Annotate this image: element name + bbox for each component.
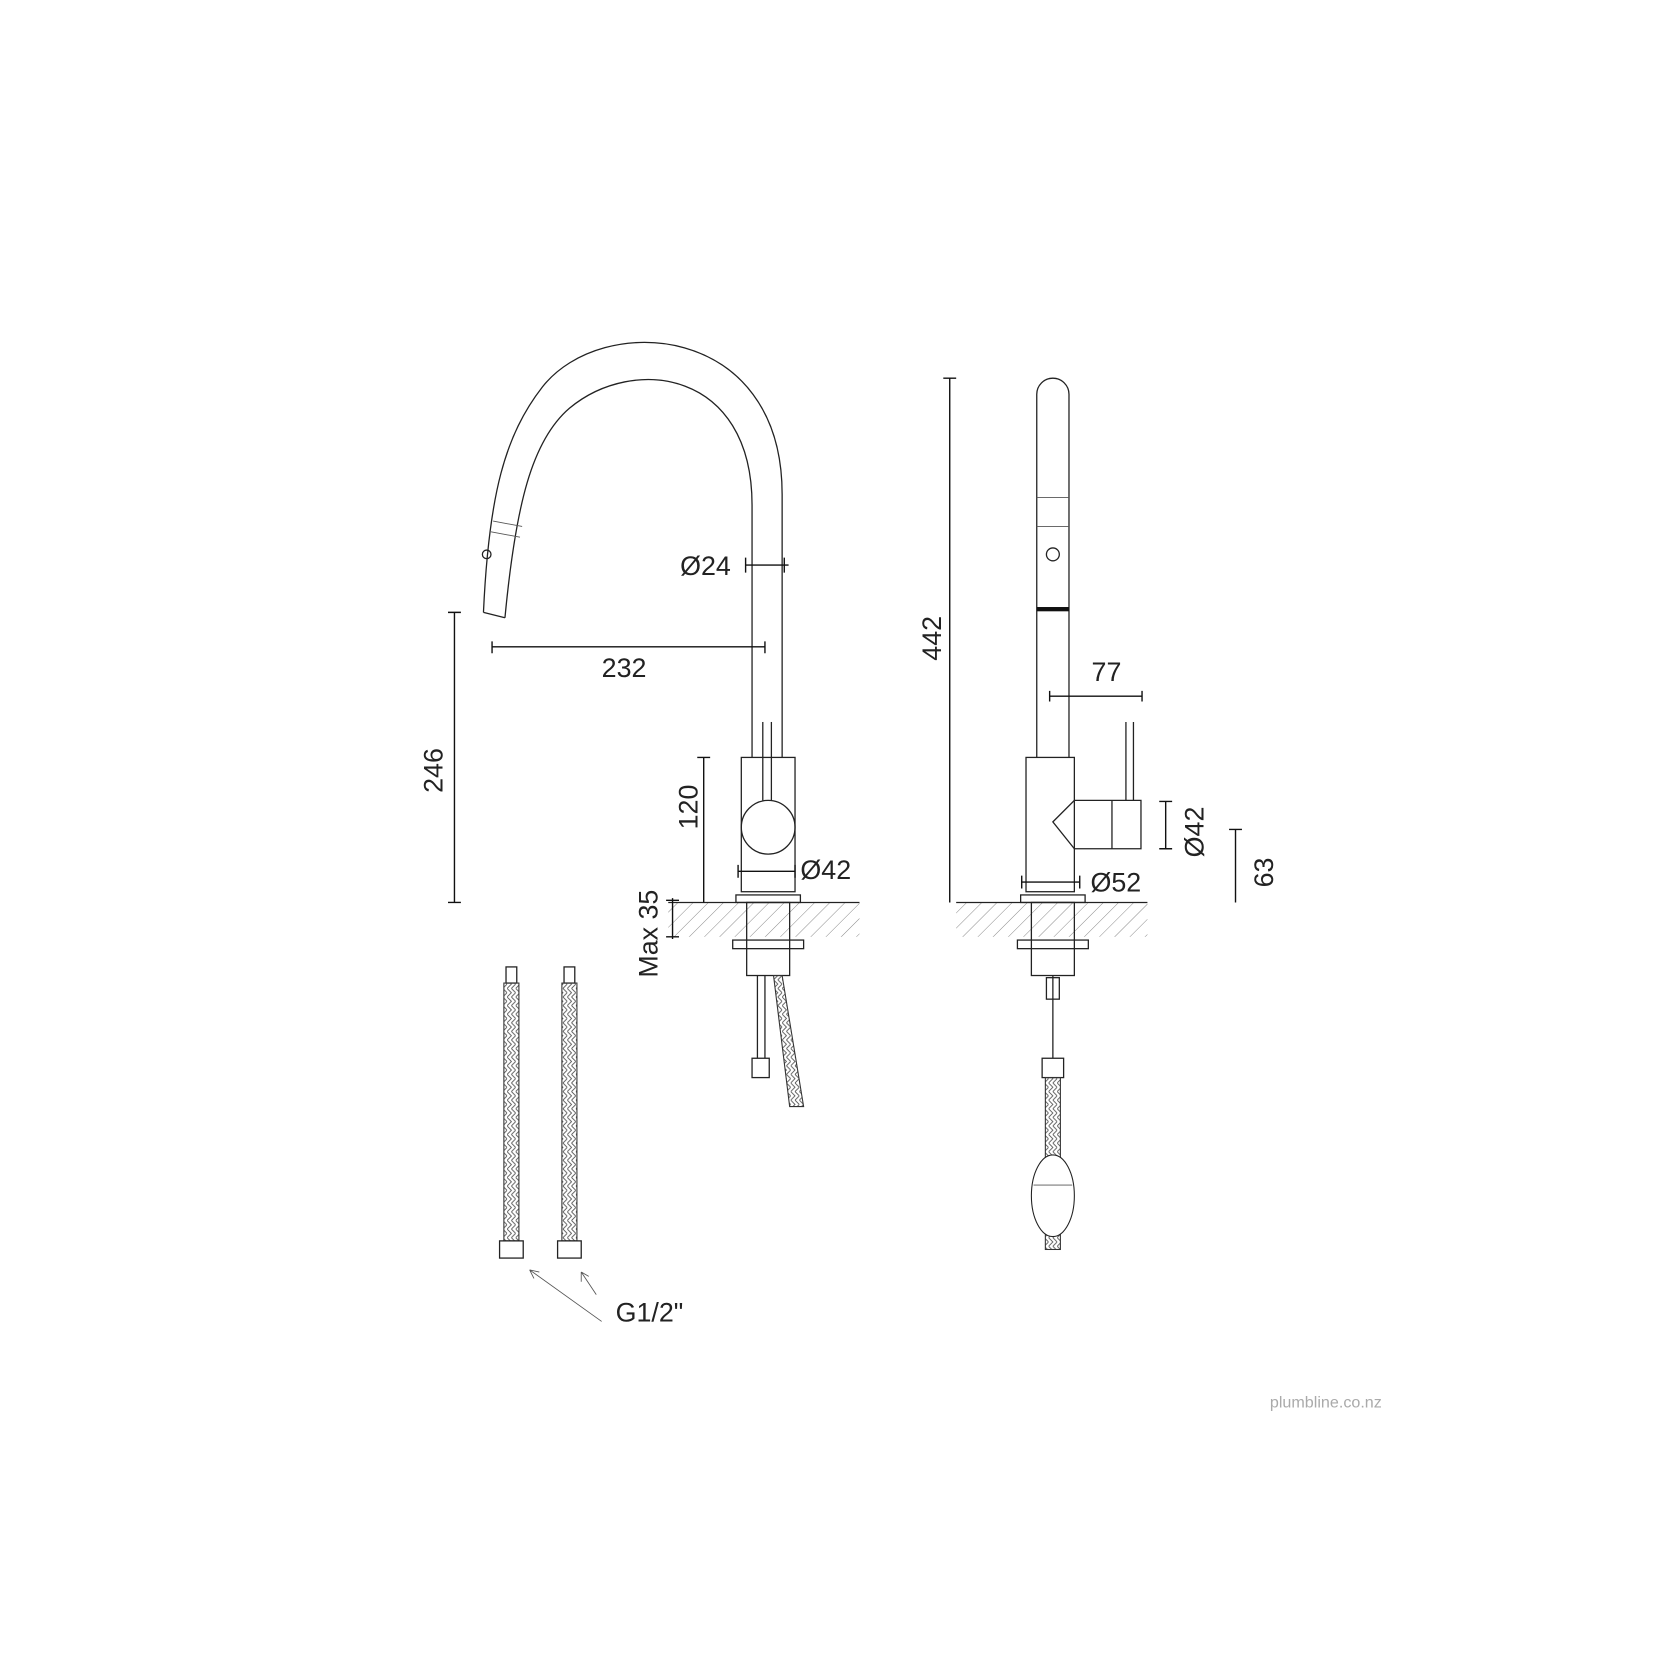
label-overall-height: 442	[917, 616, 947, 661]
side-view: 442 77 Ø42 Ø52 63	[917, 377, 1279, 1251]
handle-hub	[740, 799, 796, 855]
dim-reach	[491, 641, 766, 654]
side-handle	[1052, 721, 1142, 850]
dim-bench-thickness	[666, 898, 679, 939]
dim-base-diameter	[1021, 875, 1081, 889]
benchtop-right	[956, 902, 1148, 937]
dim-spout-height	[448, 611, 461, 904]
side-body	[1025, 756, 1076, 893]
benchtop-left	[668, 902, 860, 937]
pull-out-hose	[772, 974, 805, 1108]
dim-body-diameter	[737, 864, 796, 878]
side-spout	[1036, 377, 1070, 758]
dim-spout-diameter	[744, 557, 789, 573]
dim-handle-height	[1229, 828, 1242, 903]
dim-body-height	[697, 756, 711, 903]
spray-button-side	[1045, 547, 1060, 562]
label-base-diameter: Ø52	[1090, 868, 1141, 898]
label-bench-thickness: Max 35	[634, 890, 664, 978]
label-body-diameter: Ø42	[800, 855, 851, 885]
label-reach: 232	[602, 653, 647, 683]
label-spout-diameter: Ø24	[680, 551, 731, 581]
label-handle-diameter: Ø42	[1179, 807, 1209, 858]
spray-head-bands	[490, 520, 523, 538]
hose-weight	[1030, 1154, 1075, 1238]
front-view: Ø24 232 246 120 Ø42 Max 35 G1/2"	[419, 341, 860, 1327]
label-body-height: 120	[673, 785, 703, 830]
flexible-hoses	[498, 966, 602, 1322]
watermark: plumbline.co.nz	[1270, 1393, 1382, 1411]
dim-handle-offset	[1048, 690, 1143, 702]
label-connection: G1/2"	[616, 1297, 684, 1327]
spray-button	[481, 549, 492, 560]
dim-overall-height	[943, 377, 957, 903]
spout-arc	[482, 341, 783, 758]
label-handle-offset: 77	[1092, 657, 1122, 687]
mount-shank	[746, 901, 791, 977]
dim-handle-diameter	[1159, 800, 1173, 850]
label-handle-height: 63	[1249, 858, 1279, 888]
label-spout-height: 246	[419, 748, 449, 793]
